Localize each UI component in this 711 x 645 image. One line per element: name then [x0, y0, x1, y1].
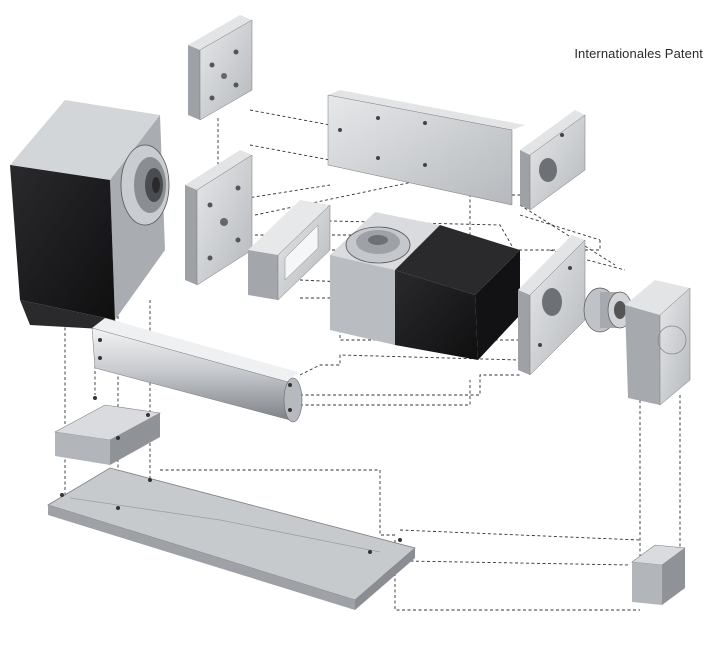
patent-caption: Internationales Patent — [574, 46, 703, 61]
coupling-housing — [248, 200, 331, 301]
right-end-bracket — [520, 110, 586, 211]
rotary-indexing-table — [330, 212, 520, 360]
long-side-bracket — [327, 90, 525, 206]
left-foot-block — [54, 396, 161, 465]
cylindrical-cross-beam — [91, 318, 303, 423]
right-foot-block — [631, 544, 686, 605]
servo-motor — [10, 100, 170, 330]
top-mounting-plate — [188, 15, 253, 121]
right-gear-housing — [625, 280, 691, 406]
shaft-coupling — [583, 287, 633, 333]
base-plate — [47, 467, 416, 610]
motor-adapter-plate — [185, 150, 253, 286]
right-flange-block — [518, 235, 586, 376]
